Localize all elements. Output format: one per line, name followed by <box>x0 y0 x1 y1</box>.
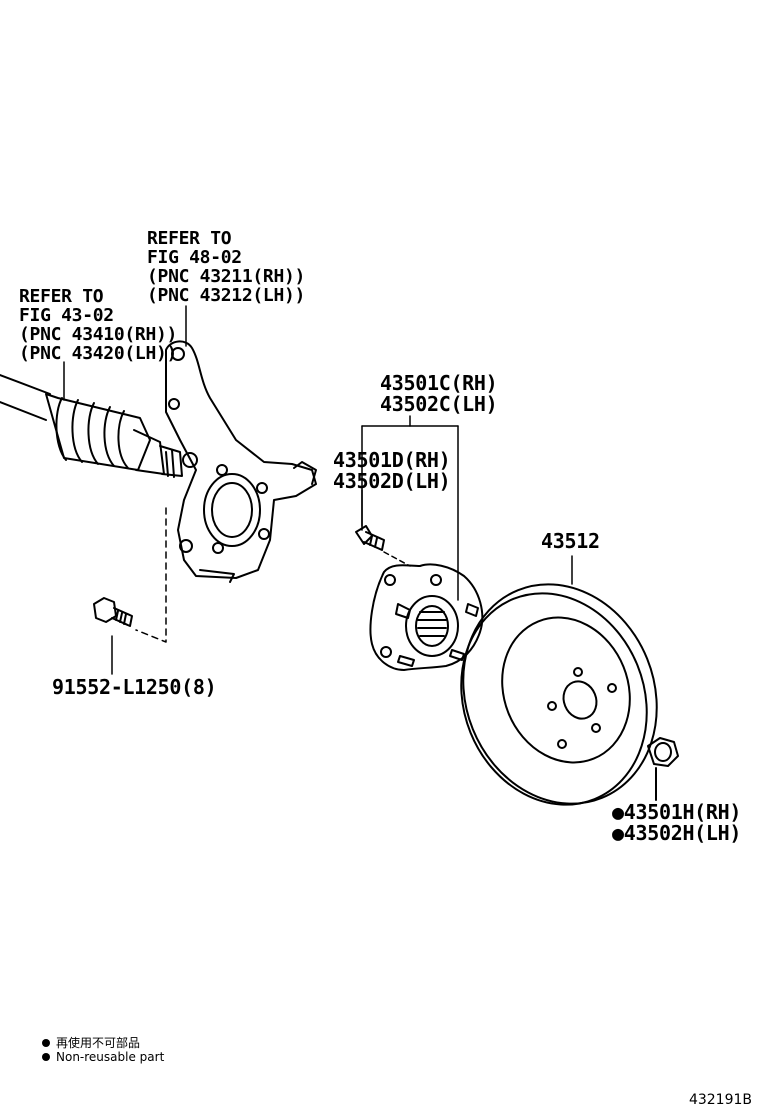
driveshaft-ref-line2: FIG 43-02 <box>19 305 114 326</box>
hub-nut-rh: ●43501H(RH) <box>612 800 742 824</box>
legend-english: Non-reusable part <box>42 1050 164 1064</box>
disc-callout: 43512 <box>541 529 600 553</box>
hub-bolt-lh: 43502D(LH) <box>333 469 451 493</box>
hub-assembly-lh: 43502C(LH) <box>380 392 498 416</box>
driveshaft-ref-line1: REFER TO <box>19 286 104 307</box>
hub-nut <box>647 737 679 801</box>
knuckle-ref-line1: REFER TO <box>147 228 232 249</box>
driveshaft-ref-line4: (PNC 43420(LH)) <box>19 343 178 364</box>
steering-knuckle <box>165 340 317 583</box>
figure-number: 432191B <box>688 1092 752 1108</box>
driveshaft-reference-callout: REFER TO FIG 43-02 (PNC 43410(RH)) (PNC … <box>19 287 177 363</box>
bolt-guide-dashed <box>135 507 167 643</box>
hub-bolt <box>355 525 411 567</box>
hub-assembly-callout: 43501C(RH) 43502C(LH) <box>380 371 498 416</box>
hub-nut-lh: ●43502H(LH) <box>612 821 742 845</box>
knuckle-reference-callout: REFER TO FIG 48-02 (PNC 43211(RH)) (PNC … <box>147 229 305 305</box>
leader-lines <box>63 305 573 675</box>
knuckle-bolt <box>93 597 133 627</box>
legend-line1: 再使用不可部品 <box>56 1036 141 1050</box>
driveshaft-ref-line3: (PNC 43410(RH)) <box>19 324 178 345</box>
knuckle-bolt-callout: 91552-L1250(8) <box>52 675 217 699</box>
hub-assembly <box>369 563 484 671</box>
bullet-icon <box>42 1039 50 1047</box>
legend-japanese: 再使用不可部品 <box>42 1034 140 1051</box>
brake-disc <box>460 583 658 806</box>
knuckle-ref-line2: FIG 48-02 <box>147 247 242 268</box>
legend-line2: Non-reusable part <box>56 1050 165 1064</box>
drive-shaft <box>0 374 183 478</box>
knuckle-ref-line3: (PNC 43211(RH)) <box>147 266 306 287</box>
knuckle-ref-line4: (PNC 43212(LH)) <box>147 285 306 306</box>
hub-bolt-rh: 43501D(RH) <box>333 448 451 472</box>
bullet-icon <box>42 1053 50 1061</box>
hub-nut-callout: ●43501H(RH) ●43502H(LH) <box>612 802 741 844</box>
hub-bolt-callout: 43501D(RH) 43502D(LH) <box>333 448 451 493</box>
hub-assembly-rh: 43501C(RH) <box>380 371 498 395</box>
